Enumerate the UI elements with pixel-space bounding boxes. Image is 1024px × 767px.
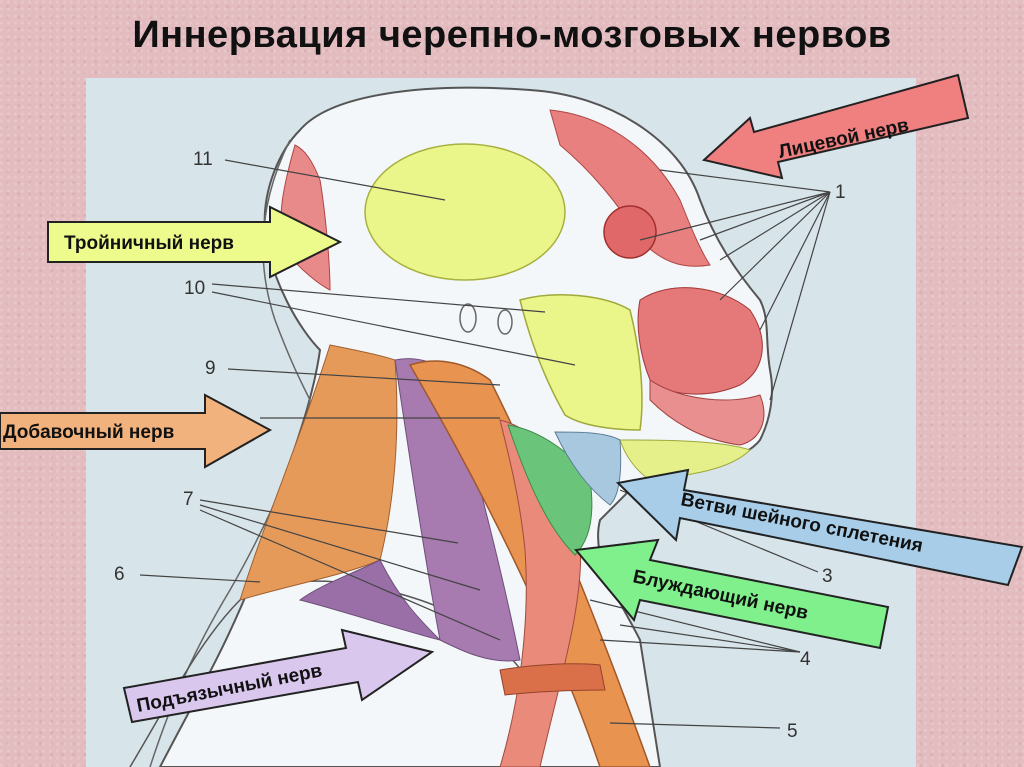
number-7: 7 [183, 489, 194, 510]
number-10: 10 [184, 278, 205, 299]
frontal-muscle [549, 109, 711, 267]
cheek-muscles [637, 287, 763, 395]
number-6: 6 [114, 564, 125, 585]
orbicularis-oculi [603, 205, 657, 259]
temporal-muscle [364, 143, 566, 281]
number-5: 5 [787, 721, 798, 742]
number-9: 9 [205, 358, 216, 379]
digastric-muscle [619, 439, 751, 481]
number-11: 11 [193, 149, 213, 170]
chin-muscle [649, 379, 765, 446]
label-trigeminal-nerve: Тройничный нерв [64, 233, 234, 254]
omohyoid-muscle [499, 663, 606, 696]
masseter-muscle [519, 294, 643, 431]
label-accessory-nerve: Добавочный нерв [3, 422, 174, 443]
scalene-muscles [298, 559, 442, 641]
arrow-facial-nerve: Лицевой нерв [701, 73, 970, 180]
number-4: 4 [800, 649, 811, 670]
arrow-trigeminal-nerve: Тройничный нерв [47, 205, 343, 279]
ear-inner [497, 309, 513, 335]
leader-lines [139, 159, 831, 729]
number-3: 3 [822, 566, 833, 587]
arrow-accessory-nerve: Добавочный нерв [0, 393, 273, 469]
ear [459, 303, 477, 333]
page-title: Иннервация черепно-мозговых нервов [132, 14, 892, 56]
number-1: 1 [835, 182, 846, 203]
